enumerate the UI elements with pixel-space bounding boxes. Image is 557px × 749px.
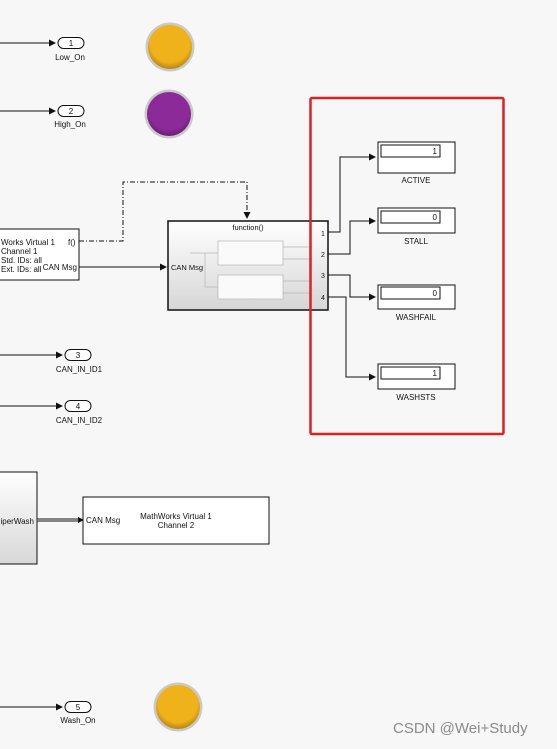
wiper-wash-subsystem[interactable]: iperWash <box>0 471 38 565</box>
lamp-wash-on[interactable] <box>153 682 203 732</box>
subsystem-trigger-label: function() <box>232 223 264 232</box>
subsystem-out-label: iperWash <box>1 517 35 526</box>
block-text-line: Ext. IDs: all <box>1 265 42 274</box>
subsystem-port-4: 4 <box>321 295 325 302</box>
highlight-box <box>309 96 505 436</box>
subsystem-body <box>0 471 38 565</box>
display-value: 0 <box>433 213 438 222</box>
outport-label: CAN_IN_ID1 <box>56 365 103 374</box>
outport-number: 1 <box>69 39 74 48</box>
can-transmit-block[interactable]: CAN Msg MathWorks Virtual 1 Channel 2 <box>82 496 270 545</box>
lamp-low-on[interactable] <box>145 22 195 72</box>
outport-can-in-id2[interactable]: 4 CAN_IN_ID2 <box>0 400 103 426</box>
display-value-box <box>380 144 441 158</box>
watermark: CSDN @Wei+Study <box>393 720 528 737</box>
outport-number: 5 <box>76 703 81 712</box>
signal-line-washfail <box>328 274 376 301</box>
subsystem-in-label: CAN Msg <box>171 263 203 272</box>
outport-shape <box>64 400 92 412</box>
block-body <box>0 228 80 281</box>
display-value-box <box>380 210 441 224</box>
outport-shape <box>64 701 92 713</box>
outport-label: Low_On <box>55 53 85 62</box>
display-label: WASHFAIL <box>396 313 437 322</box>
display-value-box <box>380 366 441 380</box>
display-label: STALL <box>404 237 428 246</box>
outport-number: 3 <box>76 351 81 360</box>
display-signal-lines <box>328 153 376 381</box>
outport-label: CAN_IN_ID2 <box>56 416 103 425</box>
subsystem-port-3: 3 <box>321 273 325 280</box>
bus-signal-line <box>37 517 84 523</box>
block-text-line: Channel 1 <box>1 247 38 256</box>
display-active[interactable]: 1 ACTIVE <box>377 141 456 185</box>
outport-can-in-id1[interactable]: 3 CAN_IN_ID1 <box>0 349 103 375</box>
signal-line-washsts <box>328 296 376 381</box>
fcall-port-label: f() <box>68 238 76 247</box>
function-call-line <box>79 181 251 242</box>
block-text-line: MathWorks Virtual 1 <box>140 512 212 521</box>
outport-number: 4 <box>76 402 81 411</box>
block-body <box>82 496 270 545</box>
outport-shape <box>64 349 92 361</box>
outport-wash-on[interactable]: 5 Wash_On <box>0 701 96 726</box>
display-label: WASHSTS <box>396 393 435 402</box>
outport-number: 2 <box>69 107 74 116</box>
outport-label: Wash_On <box>60 716 95 725</box>
display-value-box <box>380 286 441 300</box>
display-value: 1 <box>433 147 438 156</box>
block-text-line: Channel 2 <box>158 521 195 530</box>
display-washfail[interactable]: 0 WASHFAIL <box>377 284 456 322</box>
display-value: 0 <box>433 289 438 298</box>
signal-line-active <box>328 153 376 233</box>
outport-label: High_On <box>54 120 86 129</box>
outport-low-on[interactable]: 1 Low_On <box>0 37 85 63</box>
can-receive-block[interactable]: Works Virtual 1 Channel 1 Std. IDs: all … <box>0 228 80 281</box>
out-port-label: CAN Msg <box>43 263 77 272</box>
block-text-line: Std. IDs: all <box>1 256 42 265</box>
function-call-subsystem[interactable]: function() CAN Msg 1 2 3 4 <box>167 220 329 311</box>
outport-shape <box>57 37 85 49</box>
outport-shape <box>57 105 85 117</box>
subsystem-port-2: 2 <box>321 252 325 259</box>
block-text-line: Works Virtual 1 <box>1 238 55 247</box>
signal-line-stall <box>328 217 376 255</box>
outport-high-on[interactable]: 2 High_On <box>0 105 86 130</box>
subsystem-port-1: 1 <box>321 231 325 238</box>
display-value: 1 <box>433 369 438 378</box>
display-label: ACTIVE <box>402 176 431 185</box>
lamp-high-on[interactable] <box>144 89 194 139</box>
block-in-label: CAN Msg <box>86 516 120 525</box>
display-washsts[interactable]: 1 WASHSTS <box>377 363 456 402</box>
subsystem-preview <box>190 240 312 300</box>
display-stall[interactable]: 0 STALL <box>377 207 456 246</box>
